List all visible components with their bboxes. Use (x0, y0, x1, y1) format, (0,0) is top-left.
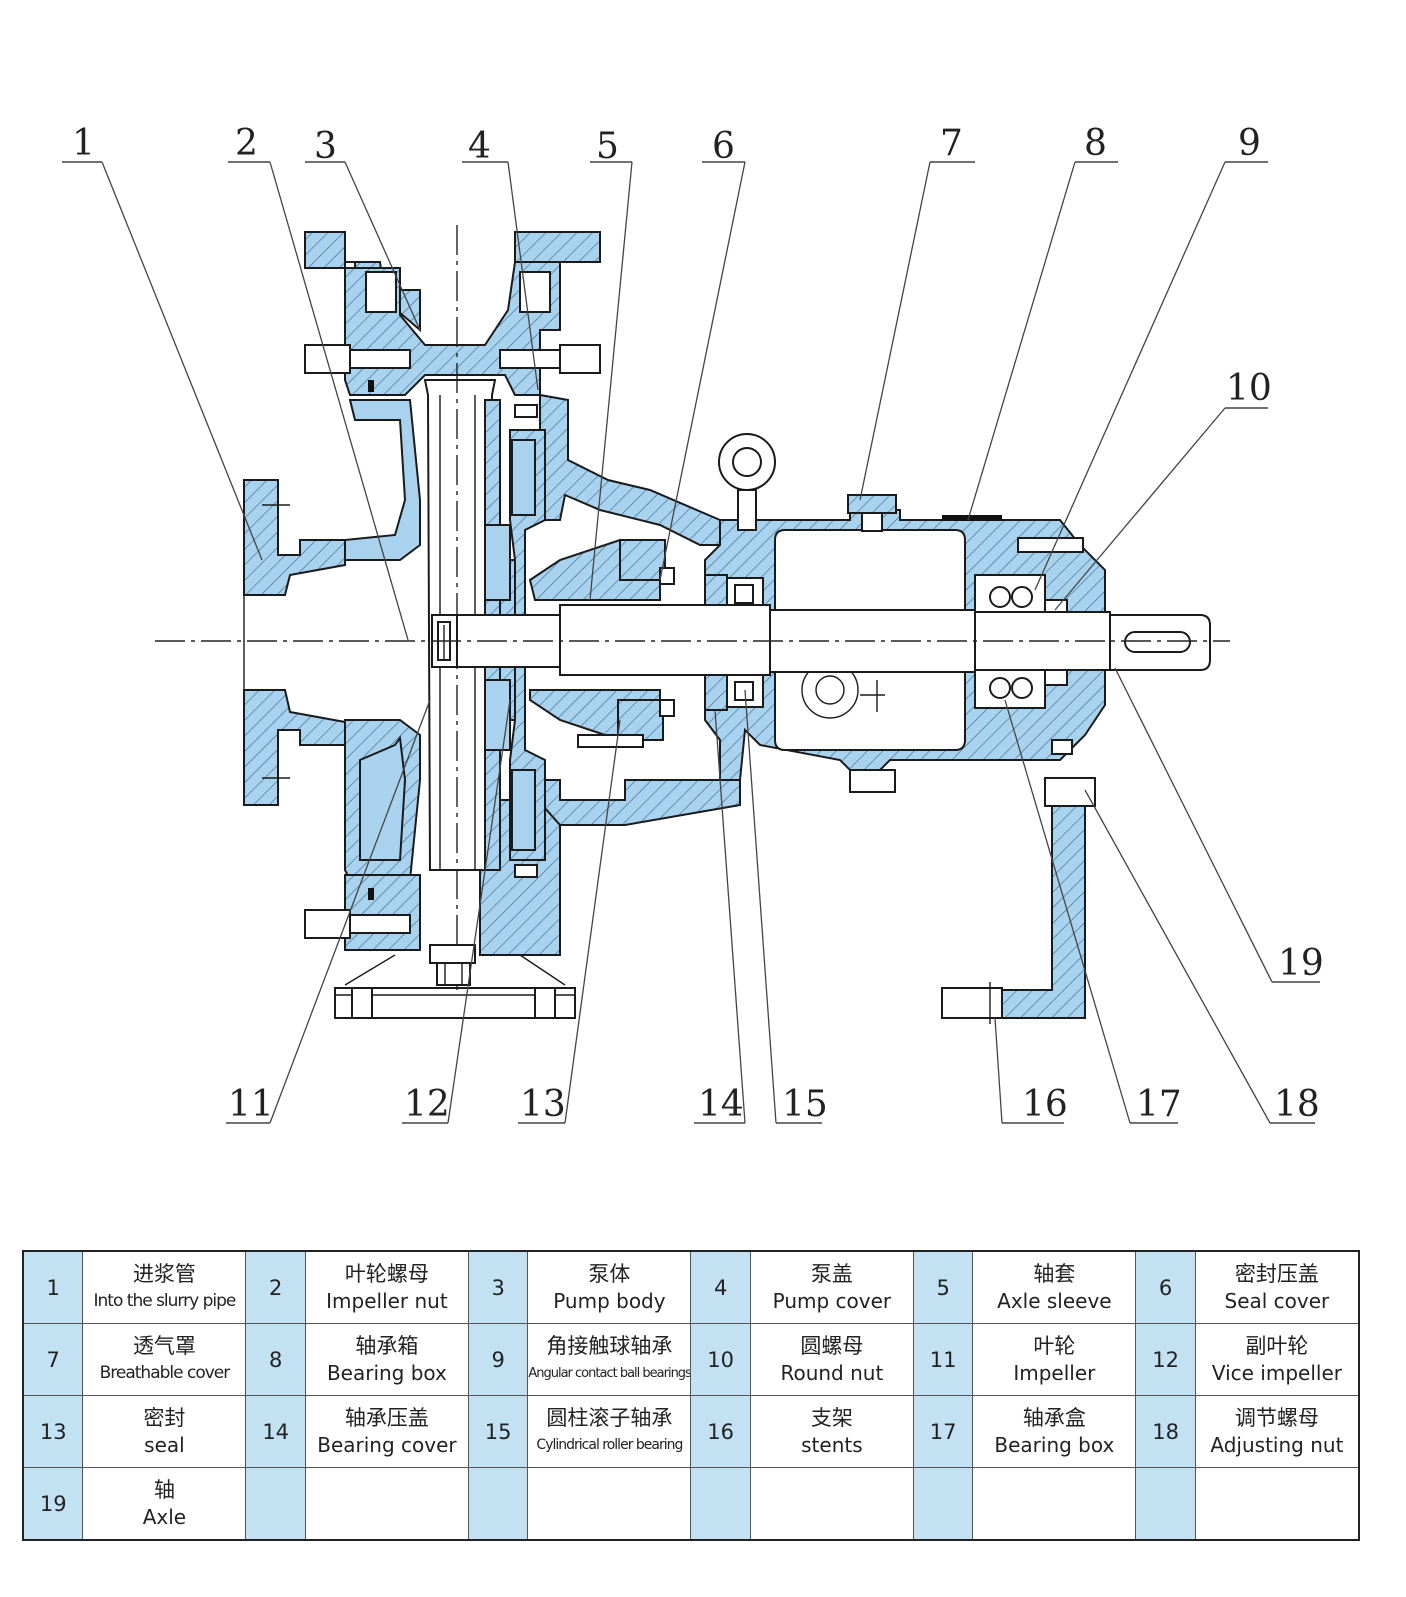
leader-lines (62, 161, 1320, 1124)
flange-bolts (304, 271, 601, 939)
part-number: 5 (912, 1250, 974, 1324)
part-number: 17 (912, 1395, 974, 1468)
part-number: 12 (1135, 1323, 1196, 1396)
empty-index-cell (1135, 1467, 1196, 1541)
callout-1: 1 (72, 123, 95, 164)
part-number: 8 (245, 1323, 306, 1396)
callout-17: 17 (1136, 1084, 1182, 1125)
part-number: 11 (912, 1323, 974, 1396)
pump-cover (484, 429, 546, 861)
part-number: 6 (1135, 1250, 1196, 1324)
callout-14: 14 (698, 1084, 744, 1125)
pump-foot (334, 954, 576, 1019)
empty-name-cell (1194, 1467, 1360, 1541)
part-number: 2 (245, 1250, 306, 1324)
callout-3: 3 (314, 126, 337, 167)
part-number: 10 (690, 1323, 751, 1396)
callout-4: 4 (468, 126, 491, 167)
part-number: 16 (690, 1395, 751, 1468)
callout-10: 10 (1226, 368, 1272, 409)
callout-9: 9 (1238, 123, 1261, 164)
empty-index-cell (912, 1467, 974, 1541)
empty-index-cell (690, 1467, 751, 1541)
seal-chamber (528, 538, 675, 748)
empty-name-cell (749, 1467, 914, 1541)
bracket-foot (941, 779, 1086, 1024)
callout-8: 8 (1084, 123, 1107, 164)
shaft (431, 604, 1211, 676)
callout-16: 16 (1022, 1084, 1068, 1125)
callout-5: 5 (596, 126, 619, 167)
callout-13: 13 (520, 1084, 566, 1125)
empty-index-cell (245, 1467, 306, 1541)
empty-name-cell (972, 1467, 1137, 1541)
part-number: 1 (22, 1250, 84, 1324)
inlet-pipe (243, 479, 346, 806)
part-number: 9 (467, 1323, 529, 1396)
callout-7: 7 (940, 123, 963, 164)
callout-2: 2 (235, 123, 258, 164)
part-number: 19 (22, 1467, 84, 1541)
pump-cross-section-diagram: 1 2 3 4 5 6 7 8 9 10 19 11 12 13 14 15 1… (62, 123, 1324, 1125)
part-number: 15 (467, 1395, 529, 1468)
part-number: 4 (690, 1250, 751, 1324)
part-number: 7 (22, 1323, 84, 1396)
callout-15: 15 (782, 1084, 828, 1125)
part-number: 14 (245, 1395, 306, 1468)
part-number: 18 (1135, 1395, 1196, 1468)
callout-12: 12 (404, 1084, 450, 1125)
callout-6: 6 (712, 126, 735, 167)
callout-numbers: 1 2 3 4 5 6 7 8 9 10 19 11 12 13 14 15 1… (72, 123, 1324, 1125)
cylindrical-roller-bearing (704, 574, 764, 711)
part-number: 3 (467, 1250, 529, 1324)
empty-index-cell (467, 1467, 529, 1541)
callout-19: 19 (1278, 943, 1324, 984)
empty-name-cell (304, 1467, 469, 1541)
empty-name-cell (527, 1467, 692, 1541)
callout-11: 11 (228, 1084, 274, 1125)
part-number: 13 (22, 1395, 84, 1468)
callout-18: 18 (1274, 1084, 1320, 1125)
